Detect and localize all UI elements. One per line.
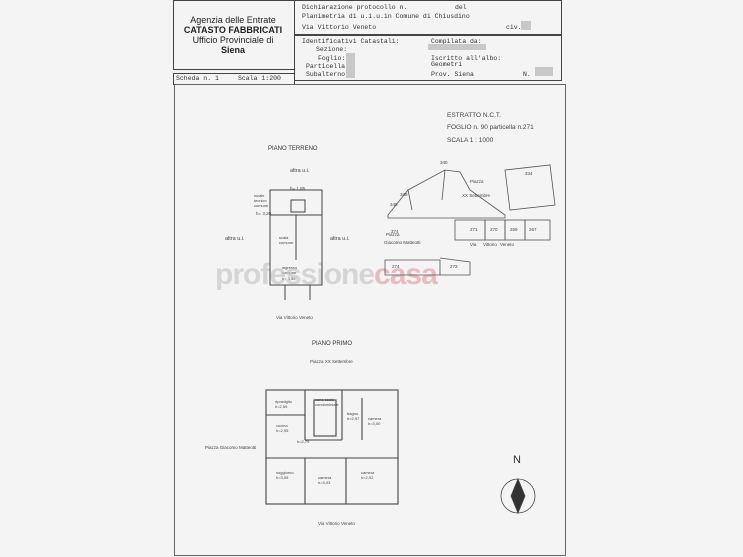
identifiers-box <box>294 34 562 81</box>
ground-floor-plan <box>269 189 323 300</box>
particella-label: Particella: <box>306 63 349 70</box>
redacted-ids <box>346 53 355 78</box>
estratto-map <box>384 164 556 276</box>
room-camera-1: camera h=3,00 <box>368 416 382 426</box>
redacted-compilata <box>428 44 486 50</box>
estratto-label: Piazza <box>470 179 484 184</box>
iscritto-label: Iscritto all'albo: <box>431 55 502 62</box>
identificativi-label: Identificativi Catastali: <box>302 38 400 45</box>
estratto-label: 274 <box>392 264 400 269</box>
room-camera-3: camera h=2,92 <box>361 470 375 480</box>
estratto-label: 270 <box>490 227 498 232</box>
drawing-frame <box>174 84 566 556</box>
pt-locale-tecnico: locale tecnico comune <box>254 193 269 208</box>
pt-altra-ui-right: altra u.i. <box>330 236 350 242</box>
redacted-n <box>535 67 553 76</box>
estratto-scala: SCALA 1 : 1000 <box>447 137 494 144</box>
estratto-label: 334 <box>525 171 533 176</box>
agency-title: Agenzia delle Entrate CATASTO FABBRICATI… <box>183 15 283 55</box>
foglio-label: Foglio: <box>318 55 346 62</box>
sezione-label: Sezione: <box>316 46 348 53</box>
scheda-label: Scheda n. 1 <box>176 75 219 82</box>
pt-street: Via Vittorio Veneto <box>276 315 313 320</box>
redacted-civ <box>521 21 531 30</box>
estratto-label: Giacomo Matteotti <box>384 240 421 245</box>
via-label: Via Vittorio Veneto <box>302 24 377 31</box>
pt-altra-ui-top: altra u.i. <box>290 168 310 174</box>
civ-label: civ. <box>506 24 522 31</box>
pp-street: Via Vittorio Veneto <box>318 521 355 526</box>
estratto-label: Piazza <box>386 232 400 237</box>
estratto-label: 340 <box>440 160 448 165</box>
first-floor-plan <box>265 389 399 505</box>
estratto-label: 271 <box>470 227 478 232</box>
piano-terreno-title: PIANO TERRENO <box>268 146 318 152</box>
room-ripostiglio: ripostiglio h=2,59 <box>275 399 292 409</box>
pt-altra-ui-left: altra u.i. <box>225 236 245 242</box>
dichiarazione-label: Dichiarazione protocollo n. <box>302 4 408 11</box>
estratto-label: Vittorio <box>483 242 497 247</box>
planimetria-label: Planimetria di u.i.u.in Comune di Chiusd… <box>302 13 470 20</box>
estratto-label: 269 <box>510 227 518 232</box>
room-soggiorno: soggiorno h=3,05 <box>276 470 294 480</box>
compass-rose <box>500 477 536 515</box>
piano-primo-title: PIANO PRIMO <box>312 341 353 347</box>
compass-north-label: N <box>513 454 521 466</box>
estratto-label: Via <box>470 242 477 247</box>
estratto-label: 349 <box>390 202 398 207</box>
prov-label: Prov. Siena <box>431 71 474 78</box>
room-camera-2: camera h=3,03 <box>318 475 332 485</box>
room-bagno: bagno h=2,97 <box>347 411 360 421</box>
pt-scala-comune: scala comune <box>279 235 294 245</box>
geometri-label: Geometri <box>431 61 463 68</box>
estratto-label: 348 <box>400 192 408 197</box>
pp-piazza-top: Piazza XX Settembre <box>310 359 353 364</box>
pt-h185: h= 1,85 <box>290 186 306 191</box>
scala-label: Scala 1:200 <box>238 75 281 82</box>
n-label: N. <box>523 71 531 78</box>
room-h279: h=2,79 <box>297 439 310 444</box>
room-cucina: cucina h=2,95 <box>276 423 289 433</box>
estratto-label: 267 <box>529 227 537 232</box>
estratto-title: ESTRATTO N.C.T. <box>447 112 501 119</box>
estratto-foglio: FOGLIO n. 90 particella n.271 <box>447 124 534 131</box>
estratto-label: 374 <box>391 229 399 234</box>
pp-piazza-left: Piazza Giacomo Matteotti <box>205 445 257 450</box>
estratto-label: 273 <box>450 264 458 269</box>
pt-ingresso: ingresso comune <box>282 265 298 275</box>
compilata-label: Compilata da: <box>431 38 482 45</box>
del-label: del <box>455 4 467 11</box>
declaration-box <box>294 0 562 36</box>
pt-h320: h= 3,20 <box>256 211 272 216</box>
pt-h355: h= 3,55 <box>282 276 296 281</box>
estratto-label: XX Settembre <box>462 193 491 198</box>
subalterno-label: Subalterno: <box>306 71 349 78</box>
estratto-label: Veneto <box>500 242 515 247</box>
